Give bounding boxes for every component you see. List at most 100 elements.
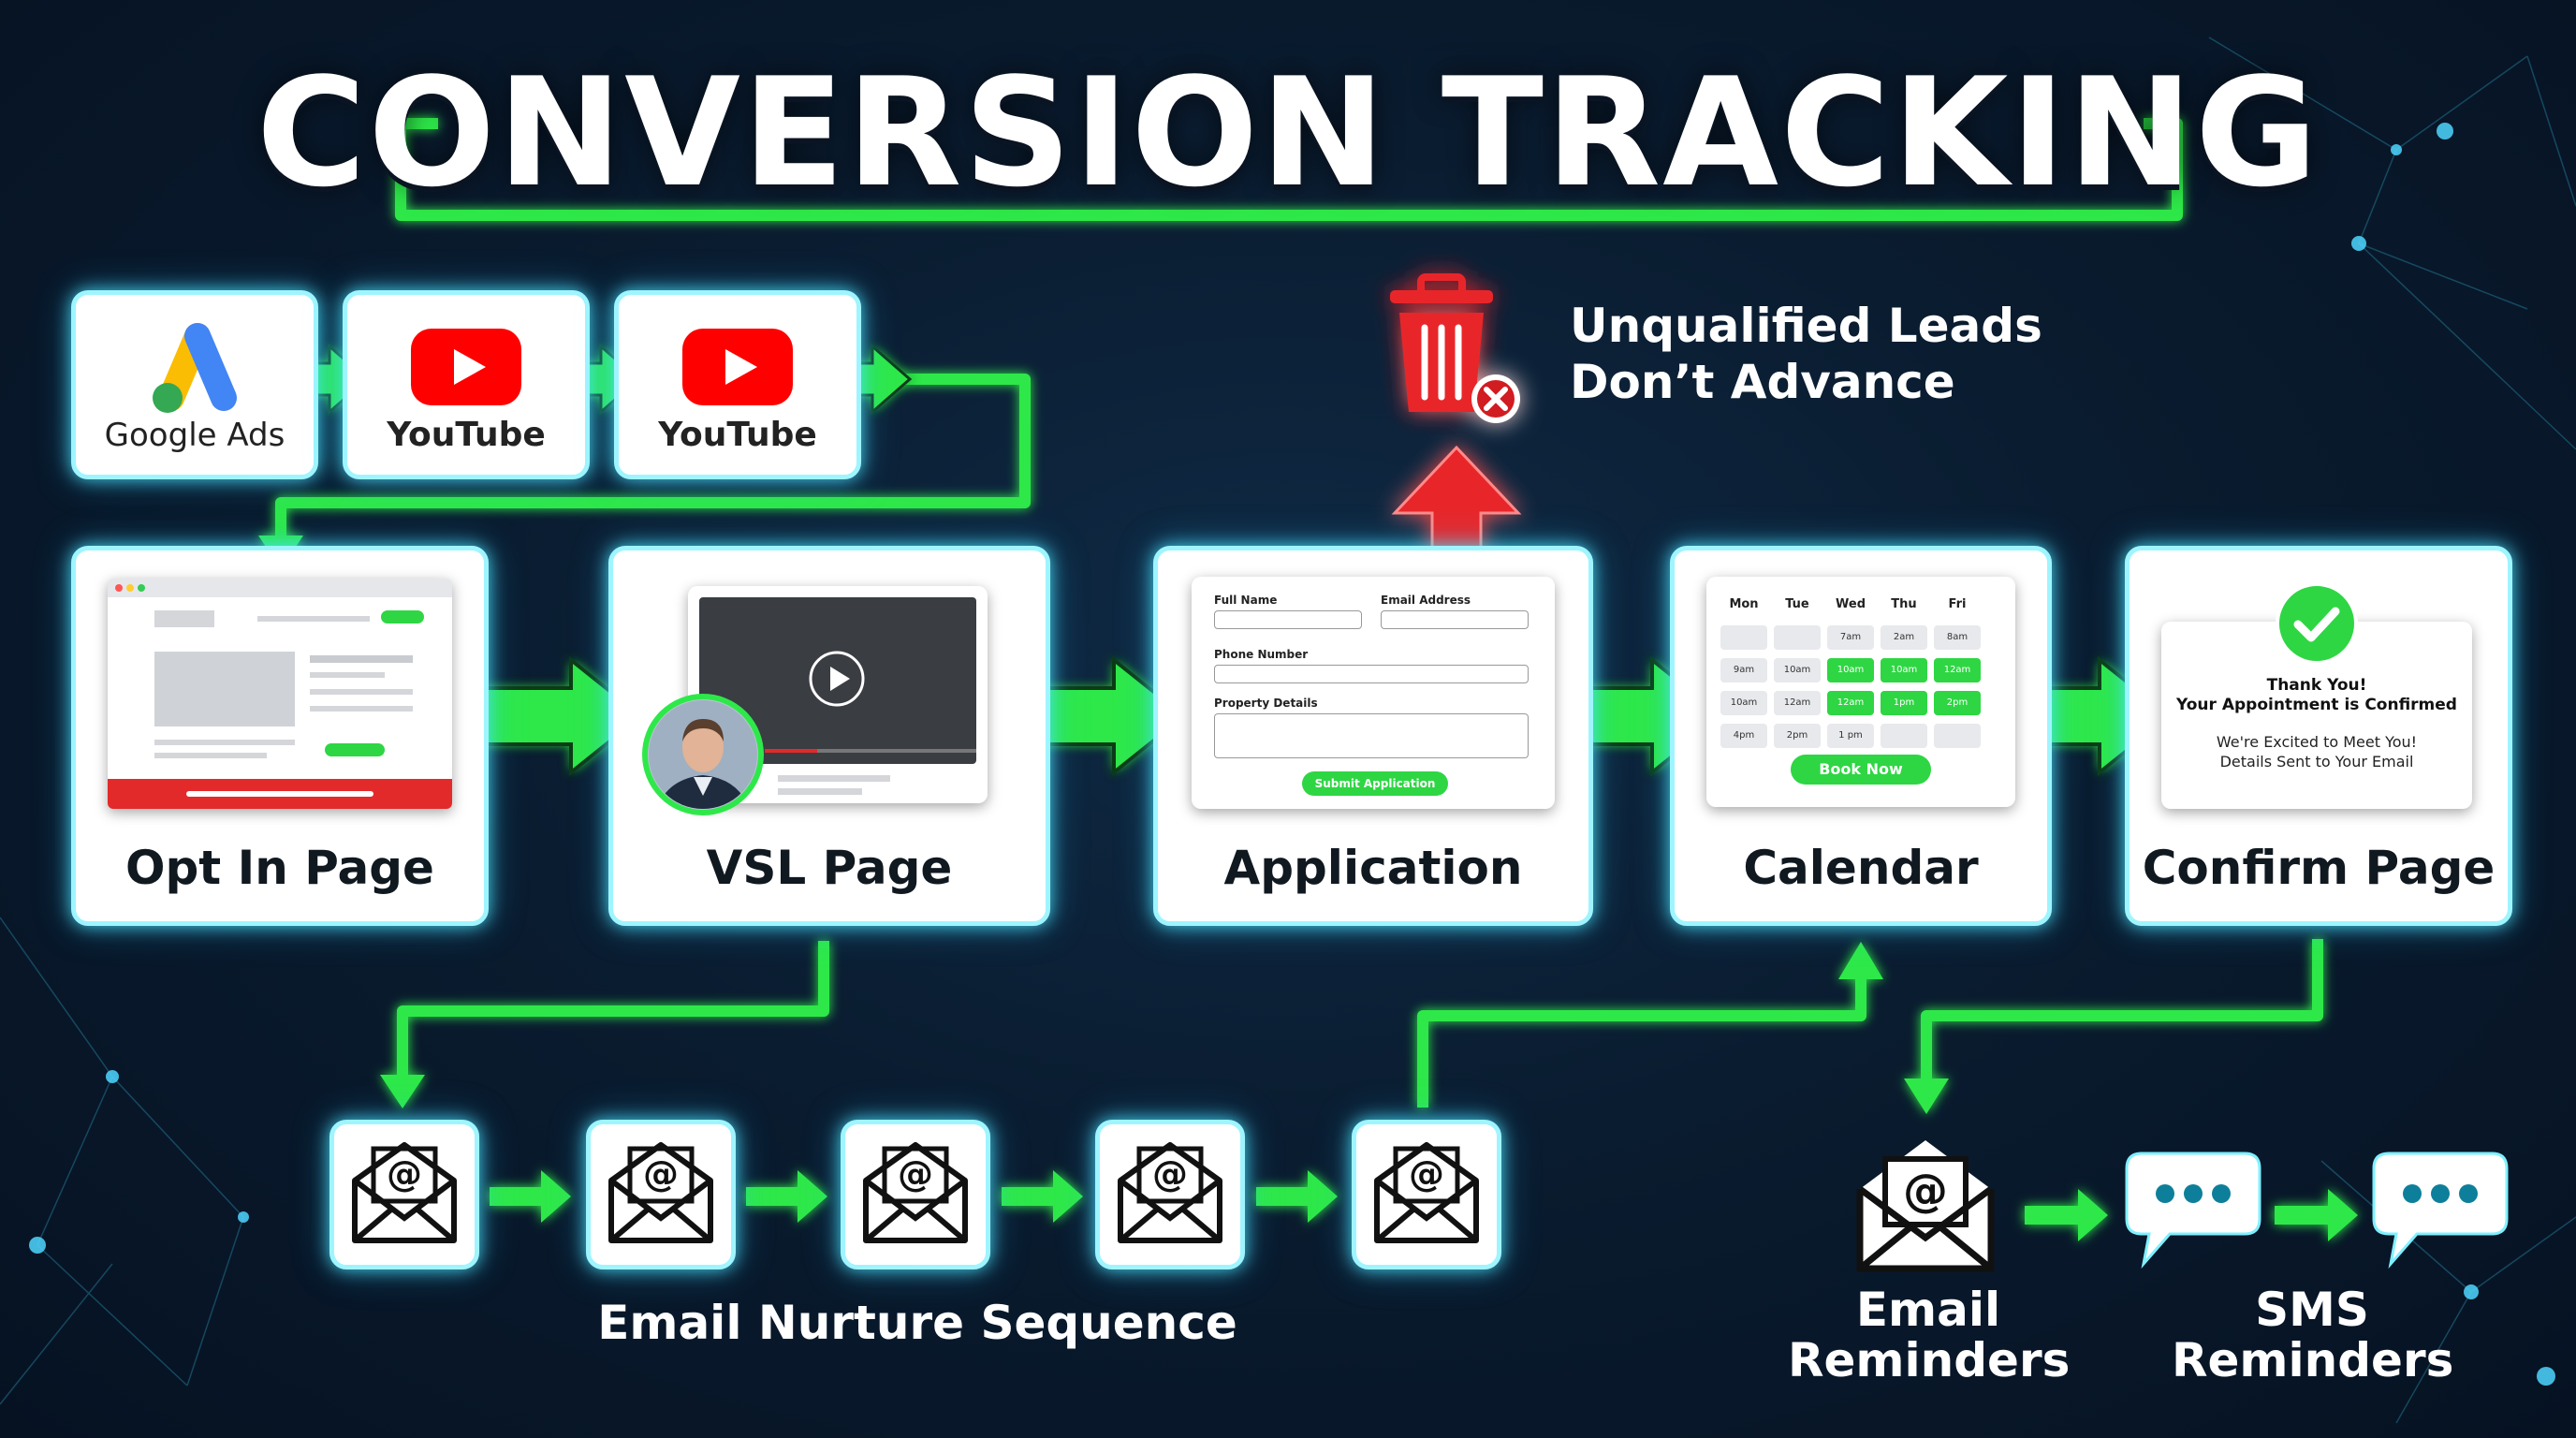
unqualified-line2: Don’t Advance bbox=[1570, 355, 1955, 409]
email-chain-arrows bbox=[490, 1170, 2358, 1241]
route-youtube-to-optin bbox=[275, 374, 1031, 541]
time-slot[interactable]: 10am bbox=[1827, 658, 1874, 682]
time-slot[interactable]: 12am bbox=[1774, 691, 1821, 715]
title-bracket bbox=[395, 118, 2183, 221]
time-slot[interactable]: 2pm bbox=[1774, 724, 1821, 748]
day-label: Thu bbox=[1891, 597, 1917, 611]
sms-reminders-line1: SMS bbox=[2255, 1283, 2369, 1337]
browser-bar bbox=[108, 579, 452, 597]
email-step[interactable]: @ bbox=[1095, 1120, 1245, 1269]
route-confirm-to-reminders bbox=[1921, 939, 2323, 1084]
svg-text:@: @ bbox=[1152, 1153, 1188, 1195]
opt-in-mockup bbox=[108, 579, 452, 809]
email-reminders-line2: Reminders bbox=[1788, 1333, 2071, 1387]
confirm-line3: We're Excited to Meet You! bbox=[2216, 733, 2418, 751]
step-label: Calendar bbox=[1743, 841, 1979, 895]
email-field[interactable] bbox=[1381, 610, 1529, 629]
time-slot[interactable]: 12am bbox=[1827, 691, 1874, 715]
email-reminders-line1: Email bbox=[1855, 1283, 2001, 1337]
email-reminders-caption: Email Reminders bbox=[1788, 1283, 2071, 1387]
phone-field[interactable] bbox=[1214, 665, 1529, 683]
time-slot[interactable] bbox=[1774, 625, 1821, 650]
source-youtube-2[interactable]: YouTube bbox=[614, 290, 861, 479]
time-slot[interactable]: 10am bbox=[1881, 658, 1927, 682]
youtube-icon bbox=[682, 329, 793, 405]
source-label: YouTube bbox=[387, 416, 546, 454]
svg-text:@: @ bbox=[387, 1153, 422, 1195]
presenter-avatar bbox=[642, 694, 764, 815]
svg-text:@: @ bbox=[643, 1153, 679, 1195]
confirm-details: We're Excited to Meet You! Details Sent … bbox=[2161, 732, 2472, 771]
full-name-field[interactable] bbox=[1214, 610, 1362, 629]
time-slot[interactable] bbox=[1934, 724, 1981, 748]
time-slot[interactable]: 1pm bbox=[1881, 691, 1927, 715]
time-slot[interactable]: 8am bbox=[1934, 625, 1981, 650]
source-label: Google Ads bbox=[104, 417, 285, 454]
time-slot[interactable]: 12am bbox=[1934, 658, 1981, 682]
step-confirm-page[interactable]: Thank You! Your Appointment is Confirmed… bbox=[2125, 546, 2512, 926]
email-step[interactable]: @ bbox=[329, 1120, 479, 1269]
step-label: VSL Page bbox=[706, 841, 953, 895]
time-slot[interactable]: 2pm bbox=[1934, 691, 1981, 715]
confirm-line2: Your Appointment is Confirmed bbox=[2176, 696, 2457, 714]
time-slot[interactable]: 9am bbox=[1720, 658, 1767, 682]
email-step[interactable]: @ bbox=[841, 1120, 990, 1269]
unqualified-line1: Unqualified Leads bbox=[1570, 299, 2042, 353]
confirm-line4: Details Sent to Your Email bbox=[2219, 753, 2414, 770]
sms-reminders-line2: Reminders bbox=[2172, 1333, 2454, 1387]
sms-bubble-icon bbox=[2372, 1152, 2509, 1269]
youtube-icon bbox=[411, 329, 521, 405]
email-icon: @ bbox=[1374, 1142, 1479, 1243]
time-slot[interactable]: 10am bbox=[1774, 658, 1821, 682]
day-label: Mon bbox=[1729, 597, 1759, 611]
email-icon: @ bbox=[608, 1142, 713, 1243]
time-slot[interactable]: 4pm bbox=[1720, 724, 1767, 748]
svg-text:@: @ bbox=[898, 1153, 933, 1195]
source-google-ads[interactable]: Google Ads bbox=[71, 290, 318, 479]
day-label: Fri bbox=[1948, 597, 1967, 611]
submit-application-button[interactable]: Submit Application bbox=[1302, 771, 1448, 796]
day-label: Wed bbox=[1836, 597, 1866, 611]
step-opt-in-page[interactable]: Opt In Page bbox=[71, 546, 489, 926]
step-application[interactable]: Full Name Email Address Phone Number Pro… bbox=[1153, 546, 1593, 926]
confirm-line1: Thank You! bbox=[2266, 676, 2367, 695]
step-label: Opt In Page bbox=[125, 841, 434, 895]
route-email-to-calendar bbox=[1417, 974, 1866, 1108]
day-label: Tue bbox=[1785, 597, 1809, 611]
google-ads-icon bbox=[153, 323, 237, 413]
checkmark-icon bbox=[2276, 582, 2358, 665]
time-slot[interactable]: 1 pm bbox=[1827, 724, 1874, 748]
email-step[interactable]: @ bbox=[1352, 1120, 1501, 1269]
time-slot[interactable]: 2am bbox=[1881, 625, 1927, 650]
phone-label: Phone Number bbox=[1214, 648, 1309, 661]
sms-bubble-icon bbox=[2125, 1152, 2261, 1269]
source-youtube-1[interactable]: YouTube bbox=[343, 290, 590, 479]
unqualified-leads-note: Unqualified Leads Don’t Advance bbox=[1570, 298, 2042, 410]
svg-text:@: @ bbox=[1409, 1153, 1444, 1195]
property-field[interactable] bbox=[1214, 713, 1529, 758]
time-slot[interactable] bbox=[1720, 625, 1767, 650]
time-slot[interactable]: 7am bbox=[1827, 625, 1874, 650]
page-title: CONVERSION TRACKING bbox=[256, 45, 2320, 220]
email-nurture-caption: Email Nurture Sequence bbox=[597, 1296, 1237, 1350]
email-icon: @ bbox=[1118, 1142, 1222, 1243]
email-icon: @ bbox=[352, 1142, 457, 1243]
time-slot[interactable]: 10am bbox=[1720, 691, 1767, 715]
source-label: YouTube bbox=[658, 416, 817, 454]
application-form: Full Name Email Address Phone Number Pro… bbox=[1192, 577, 1555, 809]
sms-reminders-caption: SMS Reminders bbox=[2172, 1283, 2454, 1387]
property-label: Property Details bbox=[1214, 697, 1318, 710]
route-vsl-to-email bbox=[397, 941, 829, 1078]
book-now-button[interactable]: Book Now bbox=[1791, 755, 1931, 785]
email-step[interactable]: @ bbox=[586, 1120, 736, 1269]
step-vsl-page[interactable]: VSL Page bbox=[608, 546, 1050, 926]
trash-icon bbox=[1390, 273, 1520, 423]
full-name-label: Full Name bbox=[1214, 594, 1278, 607]
play-icon[interactable] bbox=[808, 650, 866, 708]
email-icon: @ bbox=[863, 1142, 968, 1243]
step-label: Confirm Page bbox=[2142, 841, 2496, 895]
time-slot[interactable] bbox=[1881, 724, 1927, 748]
svg-text:@: @ bbox=[1903, 1165, 1948, 1217]
